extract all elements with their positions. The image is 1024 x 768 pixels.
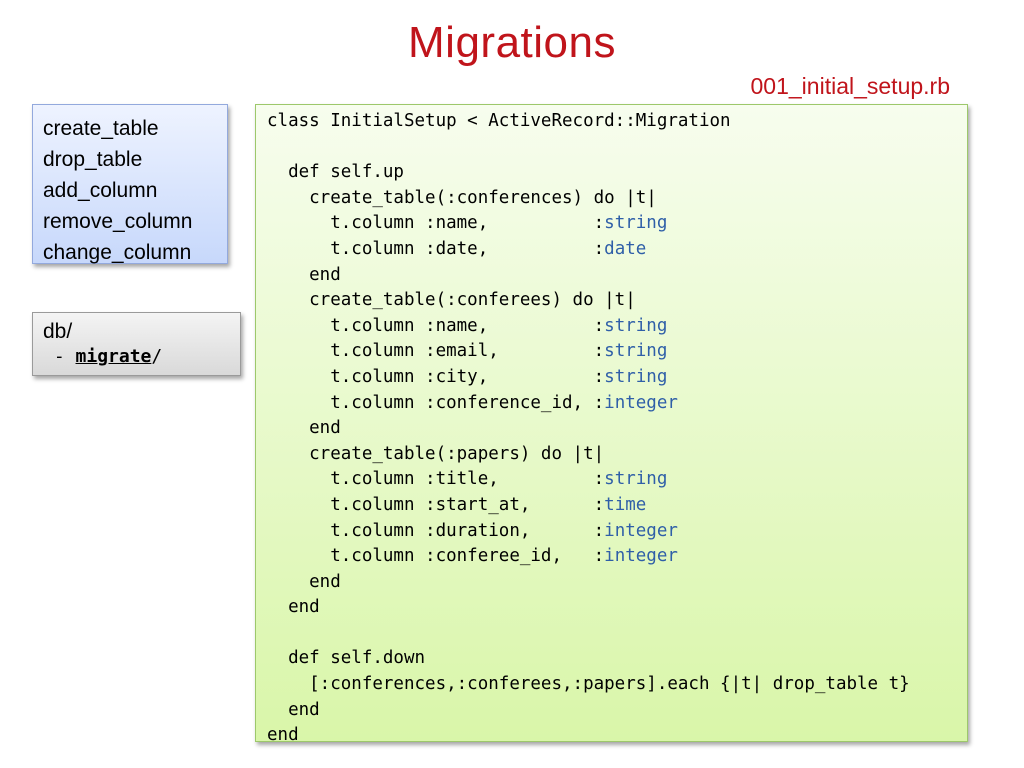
column-type: integer (604, 546, 678, 567)
code-line: t.column :conference_id, :integer (267, 391, 967, 417)
code-line: t.column :email, :string (267, 339, 967, 365)
method-item: drop_table (43, 148, 143, 171)
slide-title: Migrations (408, 18, 616, 67)
code-text: def self.down (267, 648, 426, 669)
code-text: t.column :title, : (267, 469, 605, 490)
code-line: end (267, 698, 967, 724)
code-text: create_table(:conferences) do |t| (267, 187, 657, 208)
code-text: t.column :date, : (267, 238, 605, 259)
code-text: end (267, 725, 299, 746)
code-line: end (267, 416, 967, 442)
method-item: remove_column (43, 210, 193, 233)
code-line: t.column :conferee_id, :integer (267, 544, 967, 570)
code-text: def self.up (267, 162, 404, 183)
migration-methods-box: create_table drop_table add_column remov… (32, 104, 228, 264)
code-text: t.column :city, : (267, 366, 605, 387)
code-text: end (267, 571, 341, 592)
code-text: [:conferences,:conferees,:papers].each {… (267, 674, 910, 695)
column-type: string (604, 213, 668, 234)
code-line: t.column :duration, :integer (267, 519, 967, 545)
column-type: string (604, 366, 668, 387)
column-type: integer (604, 392, 678, 413)
directory-root: db/ (43, 320, 73, 343)
code-line: end (267, 595, 967, 621)
code-text: end (267, 264, 341, 285)
directory-tree-box: db/ - migrate/ (32, 312, 241, 376)
code-line: t.column :name, :string (267, 211, 967, 237)
code-text: t.column :conferee_id, : (267, 546, 605, 567)
code-text: t.column :start_at, : (267, 494, 605, 515)
column-type: time (604, 494, 647, 515)
method-item: create_table (43, 117, 159, 140)
code-line: t.column :city, :string (267, 365, 967, 391)
code-text: t.column :duration, : (267, 520, 605, 541)
code-text: class InitialSetup < ActiveRecord::Migra… (267, 111, 731, 131)
directory-folder-name: migrate (75, 346, 152, 367)
code-line: end (267, 570, 967, 596)
code-line: t.column :start_at, :time (267, 493, 967, 519)
code-line: t.column :title, :string (267, 467, 967, 493)
code-text: end (267, 597, 320, 618)
column-type: date (604, 238, 647, 259)
directory-suffix: / (151, 346, 163, 367)
code-text: t.column :name, : (267, 213, 605, 234)
column-type: string (604, 469, 668, 490)
code-line: class InitialSetup < ActiveRecord::Migra… (267, 109, 967, 135)
code-line: t.column :date, :date (267, 237, 967, 263)
code-text: t.column :name, : (267, 315, 605, 336)
code-line: def self.down (267, 646, 967, 672)
code-text: t.column :conference_id, : (267, 392, 605, 413)
method-item: add_column (43, 179, 158, 202)
file-name-label: 001_initial_setup.rb (750, 73, 950, 99)
column-type: integer (604, 520, 678, 541)
code-line: def self.up (267, 160, 967, 186)
directory-prefix: - (43, 346, 76, 367)
code-line: create_table(:conferences) do |t| (267, 186, 967, 212)
code-text: end (267, 699, 320, 720)
code-line (267, 135, 967, 161)
column-type: string (604, 315, 668, 336)
code-text: create_table(:conferees) do |t| (267, 290, 636, 311)
method-item: change_column (43, 241, 192, 264)
code-text: t.column :email, : (267, 341, 605, 362)
code-line: create_table(:papers) do |t| (267, 442, 967, 468)
code-line (267, 621, 967, 647)
code-line: end (267, 723, 967, 749)
directory-child: - migrate/ (43, 344, 240, 369)
code-line: [:conferences,:conferees,:papers].each {… (267, 672, 967, 698)
column-type: string (604, 341, 668, 362)
code-text: create_table(:papers) do |t| (267, 443, 605, 464)
code-line: t.column :name, :string (267, 314, 967, 340)
code-line: end (267, 263, 967, 289)
code-line: create_table(:conferees) do |t| (267, 288, 967, 314)
code-listing: class InitialSetup < ActiveRecord::Migra… (255, 104, 968, 745)
code-text: end (267, 418, 341, 439)
